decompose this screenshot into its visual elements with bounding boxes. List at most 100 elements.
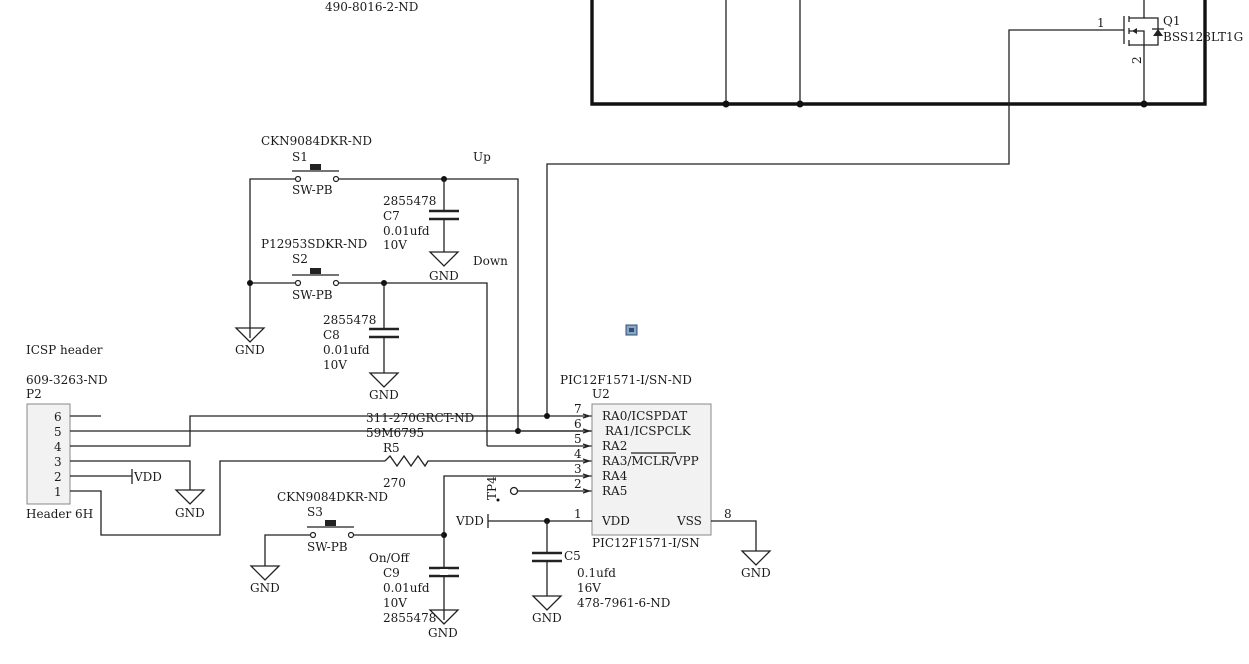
c9-part-number: 2855478: [383, 611, 436, 625]
selection-marker[interactable]: [625, 324, 638, 336]
down-net-label: Down: [473, 254, 508, 268]
c7-ref: C7: [383, 209, 400, 223]
p2-pin2-wire: [70, 469, 133, 484]
switch-s2: P12953SDKR-ND S2 SW-PB: [261, 237, 367, 302]
c9-voltage: 10V: [383, 596, 407, 610]
up-net-label: Up: [473, 150, 491, 164]
c5-value: 0.1ufd: [577, 566, 616, 580]
u2-pin-6-num: 6: [574, 417, 582, 431]
capacitor-c9: C9 0.01ufd 10V 2855478 GND: [383, 566, 460, 640]
p2-gnd-label: GND: [175, 506, 205, 520]
capacitor-c5: C5 0.1ufd 16V 478-7961-6-ND GND: [531, 521, 670, 625]
s1-part-number: CKN9084DKR-ND: [261, 134, 372, 148]
s1s2-gnd-label: GND: [235, 343, 265, 357]
r5-part-number-2: 59M6795: [366, 426, 424, 440]
p2-pin1-wire: [70, 460, 385, 536]
p2-pin-4: 4: [54, 440, 62, 454]
s1-ref: S1: [292, 150, 308, 164]
u2-pin-1-name: VDD: [601, 514, 630, 528]
header-p2: ICSP header 609-3263-ND P2 6 5 4 3 2 1 H…: [26, 343, 108, 521]
switch-s1: CKN9084DKR-ND S1 SW-PB: [261, 134, 372, 197]
p2-pin4-wire: [70, 415, 592, 447]
q1-pin2-label: 2: [1130, 56, 1144, 64]
mcu-u2: PIC12F1571-I/SN-ND U2 7 RA0/ICSPDAT 6 RA…: [560, 373, 732, 550]
u2-pin-5-num: 5: [574, 432, 582, 446]
resistor-r5: 311-270GRCT-ND 59M6795 R5 270: [366, 411, 592, 490]
c9-value: 0.01ufd: [383, 581, 430, 595]
p2-title: ICSP header: [26, 343, 103, 357]
gnd-symbol-u2: [740, 550, 772, 566]
s2-ref: S2: [292, 252, 308, 266]
r5-ref: R5: [383, 441, 400, 455]
u2-pin-7-name: RA0/ICSPDAT: [602, 409, 687, 423]
s3-wire: [264, 534, 444, 566]
gnd-symbol-s1s2: [234, 327, 266, 343]
on-off-net-label: On/Off: [369, 551, 410, 565]
u2-pin-8-num: 8: [724, 507, 732, 521]
u2-pin-1-num: 1: [574, 507, 582, 521]
mosfet-q1: 1 2 Q1 BSS123LT1G: [1097, 0, 1243, 64]
u2-gnd-label: GND: [741, 566, 771, 580]
gnd-symbol-p2: [174, 489, 206, 505]
q1-ref: Q1: [1163, 14, 1180, 28]
p2-pin-5: 5: [54, 425, 62, 439]
c5-voltage: 16V: [577, 581, 601, 595]
on-off-net-wire: [443, 475, 592, 620]
switch-s3: CKN9084DKR-ND S3 SW-PB: [277, 490, 388, 554]
p2-pin-2: 2: [54, 470, 62, 484]
c7-voltage: 10V: [383, 238, 407, 252]
u2-pin-2-name: RA5: [602, 484, 627, 498]
u2-pin-7-num: 7: [574, 402, 582, 416]
u2-pin-6-name: RA1/ICSPCLK: [605, 424, 692, 438]
r5-value: 270: [383, 476, 406, 490]
u2-pin-4-num: 4: [574, 447, 582, 461]
u2-pin-5-name: RA2: [602, 439, 627, 453]
c7-part-number: 2855478: [383, 194, 436, 208]
p2-part-number: 609-3263-ND: [26, 373, 108, 387]
u2-vdd-label: VDD: [455, 514, 484, 528]
c5-ref: C5: [564, 549, 581, 563]
c7-gnd-label: GND: [429, 269, 459, 283]
s3-gnd-label: GND: [250, 581, 280, 595]
c9-gnd-label: GND: [428, 626, 458, 640]
capacitor-c8: 2855478 C8 0.01ufd 10V GND: [323, 283, 400, 402]
p2-pin-6: 6: [54, 410, 62, 424]
u2-pin-8-name: VSS: [676, 514, 702, 528]
gate-net-wire: [546, 29, 1110, 416]
c9-ref: C9: [383, 566, 400, 580]
u2-value: PIC12F1571-I/SN: [592, 536, 700, 550]
down-net-wire: [250, 282, 488, 446]
s3-value: SW-PB: [307, 540, 348, 554]
q1-pin1-label: 1: [1097, 16, 1105, 30]
capacitor-c7: 2855478 C7 0.01ufd 10V GND: [383, 179, 460, 283]
power-bus: [590, 0, 1207, 108]
u2-pin-2-num: 2: [574, 477, 582, 491]
u2-vss-wire: [711, 520, 757, 551]
c5-part-number: 478-7961-6-ND: [577, 596, 670, 610]
u2-ref: U2: [592, 387, 610, 401]
p2-ref: P2: [26, 387, 42, 401]
u2-part-number: PIC12F1571-I/SN-ND: [560, 373, 692, 387]
p2-vdd-label: VDD: [133, 470, 162, 484]
p2-value: Header 6H: [26, 507, 93, 521]
r5-part-number-1: 311-270GRCT-ND: [366, 411, 474, 425]
p2-pin-1: 1: [54, 485, 62, 499]
c8-value: 0.01ufd: [323, 343, 370, 357]
p2-pin3-wire: [70, 460, 191, 490]
test-point-tp4: TP4: [485, 476, 592, 502]
s3-ref: S3: [307, 505, 323, 519]
u2-pin-3-name: RA4: [602, 469, 628, 483]
p2-pin-3: 3: [54, 455, 62, 469]
gnd-symbol-s3: [249, 565, 281, 581]
c5-gnd-label: GND: [532, 611, 562, 625]
s2-part-number: P12953SDKR-ND: [261, 237, 367, 251]
c8-ref: C8: [323, 328, 340, 342]
u2-pin-3-num: 3: [574, 462, 582, 476]
tp4-label: TP4: [485, 476, 499, 500]
u2-vdd-wire: [487, 514, 592, 528]
s2-value: SW-PB: [292, 288, 333, 302]
top-part-number: 490-8016-2-ND: [325, 0, 418, 14]
c8-voltage: 10V: [323, 358, 347, 372]
q1-value: BSS123LT1G: [1163, 30, 1243, 44]
